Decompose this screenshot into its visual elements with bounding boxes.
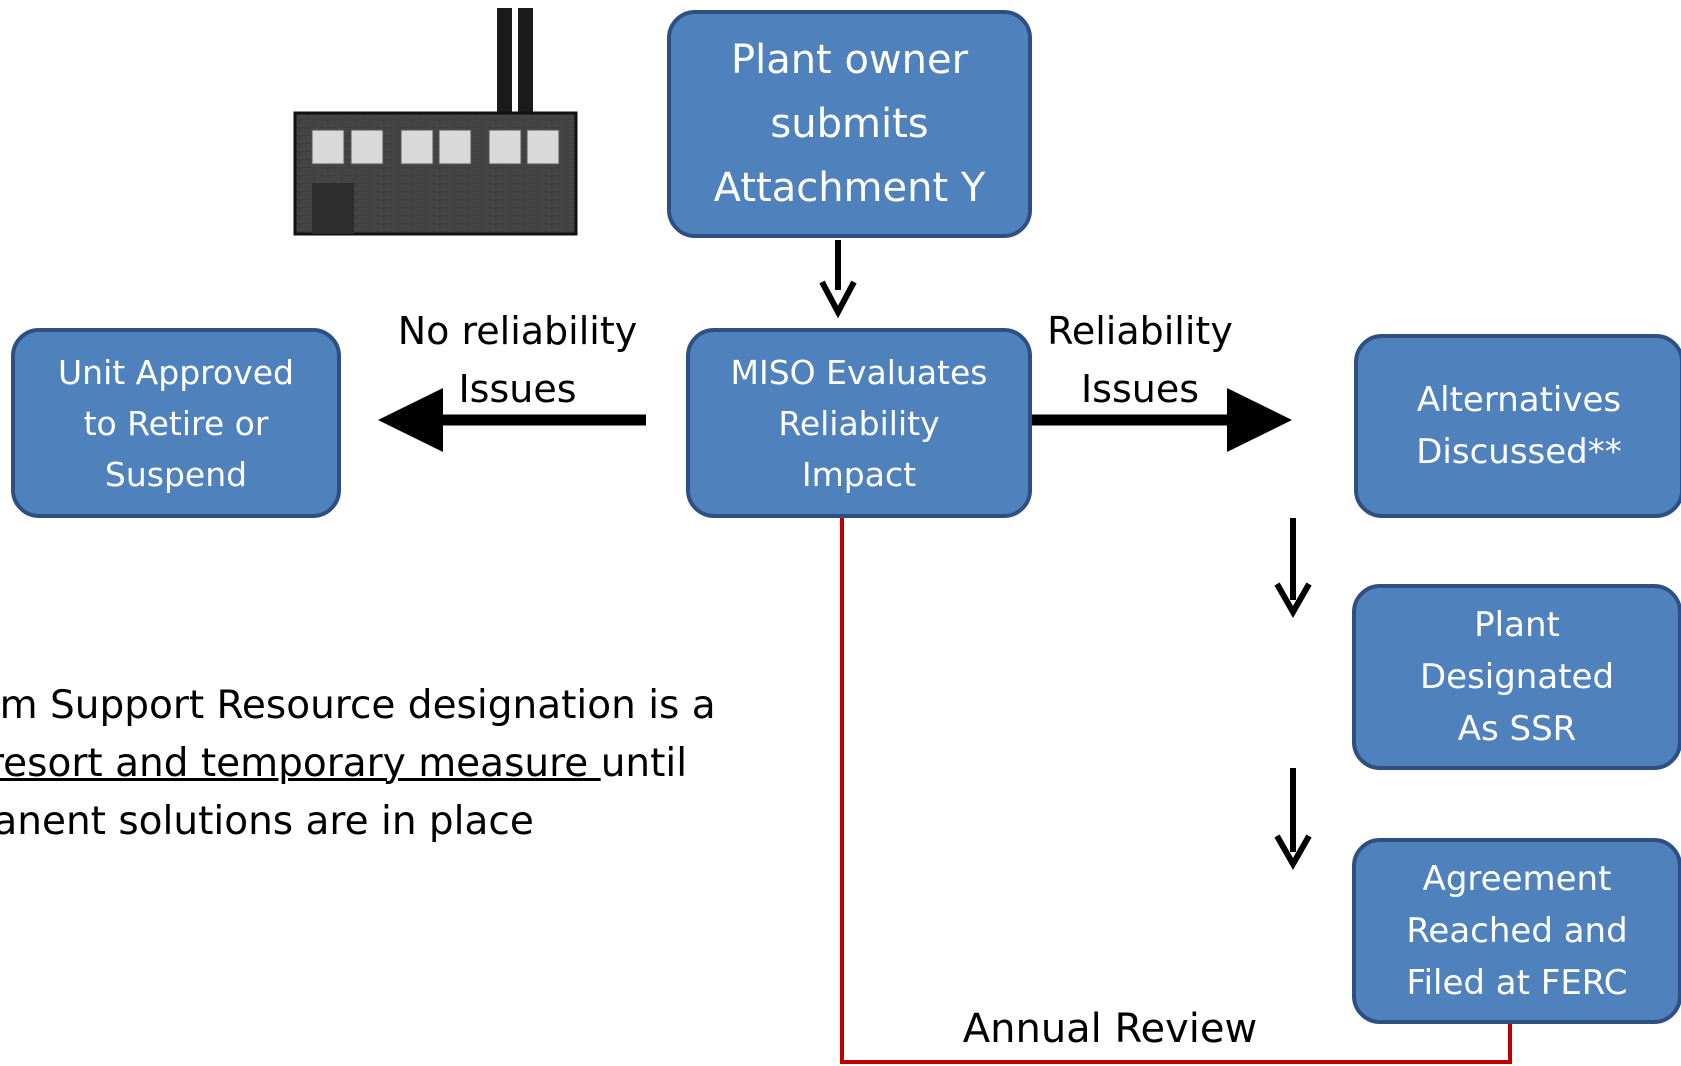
ssr-note-line-2-rest: until [600,741,688,786]
step-unit-line-1: Unit Approved [58,352,294,392]
smokestack-right [518,8,533,118]
step-unit-approved: Unit Approved to Retire or Suspend [11,328,341,518]
step-plant-owner-line-3: Attachment Y [713,165,986,211]
step-agreement-line-1: Agreement [1422,859,1612,899]
step-designated-line-2: Designated [1419,657,1615,697]
smokestack-left [497,8,512,118]
step-designated-line-1: Plant [1474,605,1560,645]
label-annual-review: Annual Review [962,1006,1258,1052]
step-unit-line-2: to Retire or [83,403,269,443]
label-no-reliability-line-1: No reliability [397,309,638,353]
step-alt-line-2: Discussed** [1416,432,1622,472]
ssr-note-line-2: st resort and temporary measure until [0,735,780,793]
label-reliability-line-1: Reliability [1047,309,1233,353]
arrow-reliability-head [1227,388,1292,452]
ssr-note: stem Support Resource designation is a s… [0,677,780,851]
step-plant-owner-line-1: Plant owner [730,37,969,83]
step-plant-designated: Plant Designated As SSR [1352,584,1681,770]
label-reliability-line-2: Issues [1080,367,1200,411]
step-agreement-reached: Agreement Reached and Filed at FERC [1352,838,1681,1024]
step-alternatives-discussed: Alternatives Discussed** [1354,334,1681,518]
ssr-note-line-3: rmanent solutions are in place [0,799,534,844]
step-agreement-line-2: Reached and [1406,911,1628,951]
factory-door [312,183,354,234]
step-miso-evaluates: MISO Evaluates Reliability Impact [686,328,1032,518]
ssr-note-line-1: stem Support Resource designation is a [0,683,716,728]
step-unit-line-3: Suspend [104,454,248,494]
step-plant-owner-line-2: submits [770,101,929,147]
label-reliability-issues: Reliability Issues [1030,302,1250,418]
annual-review-line [840,518,1512,1064]
factory-icon [293,8,578,236]
step-designated-line-3: As SSR [1457,709,1577,749]
step-miso-line-1: MISO Evaluates [730,352,988,392]
arrow-submit-to-evaluate-head [819,280,857,319]
label-no-reliability-issues: No reliability Issues [380,302,655,418]
arrow-designated-to-agreement-head [1274,834,1312,871]
step-alt-line-1: Alternatives [1416,380,1622,420]
step-agreement-line-3: Filed at FERC [1406,963,1628,1003]
step-plant-owner-submits: Plant owner submits Attachment Y [667,10,1032,238]
step-miso-line-3: Impact [801,454,917,494]
arrow-alt-to-designated-head [1274,582,1312,619]
ssr-note-underlined: st resort and temporary measure [0,741,601,786]
arrow-no-reliability-head [378,388,443,452]
factory-windows [311,129,560,165]
step-miso-line-2: Reliability [778,403,940,443]
label-no-reliability-line-2: Issues [458,367,577,411]
